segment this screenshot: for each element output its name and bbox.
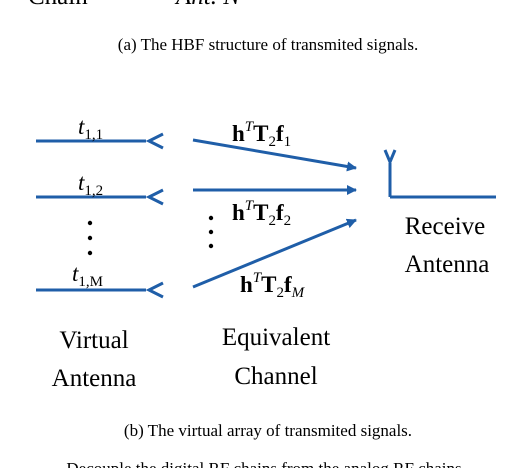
virtual-label-line1: Virtual: [59, 327, 128, 354]
virtual-antenna-3: [36, 281, 164, 299]
ellipsis-middle: [208, 215, 214, 249]
equivalent-label-line1: Equivalent: [222, 324, 330, 351]
signal-label-1: t1,1: [78, 114, 103, 143]
signal-label-3: t1,M: [72, 261, 103, 290]
caption-b: (b) The virtual array of transmited sign…: [124, 421, 412, 440]
virtual-antenna-1: [36, 132, 164, 150]
channel-arrow-1: [192, 138, 357, 172]
caption-a: (a) The HBF structure of transmited sign…: [118, 35, 418, 54]
top-fragment-right: Ant. N: [174, 0, 241, 10]
top-fragment-left: Chain: [28, 0, 88, 10]
virtual-antenna-2: [36, 188, 164, 206]
receive-label-line2: Antenna: [405, 251, 490, 278]
equivalent-label-line2: Channel: [234, 363, 317, 390]
channel-label-1: hTT2f1: [232, 119, 291, 150]
bottom-fragment: Decouple the digital RF chains from the …: [66, 459, 461, 468]
channel-arrow-3: [192, 218, 357, 289]
virtual-label-line2: Antenna: [52, 365, 137, 392]
receive-antenna-icon: [383, 149, 496, 199]
channel-label-2: hTT2f2: [232, 198, 291, 229]
receive-label-line1: Receive: [405, 213, 486, 240]
channel-label-3: hTT2fM: [240, 270, 306, 301]
signal-label-2: t1,2: [78, 170, 103, 199]
ellipsis-left: [87, 220, 93, 256]
